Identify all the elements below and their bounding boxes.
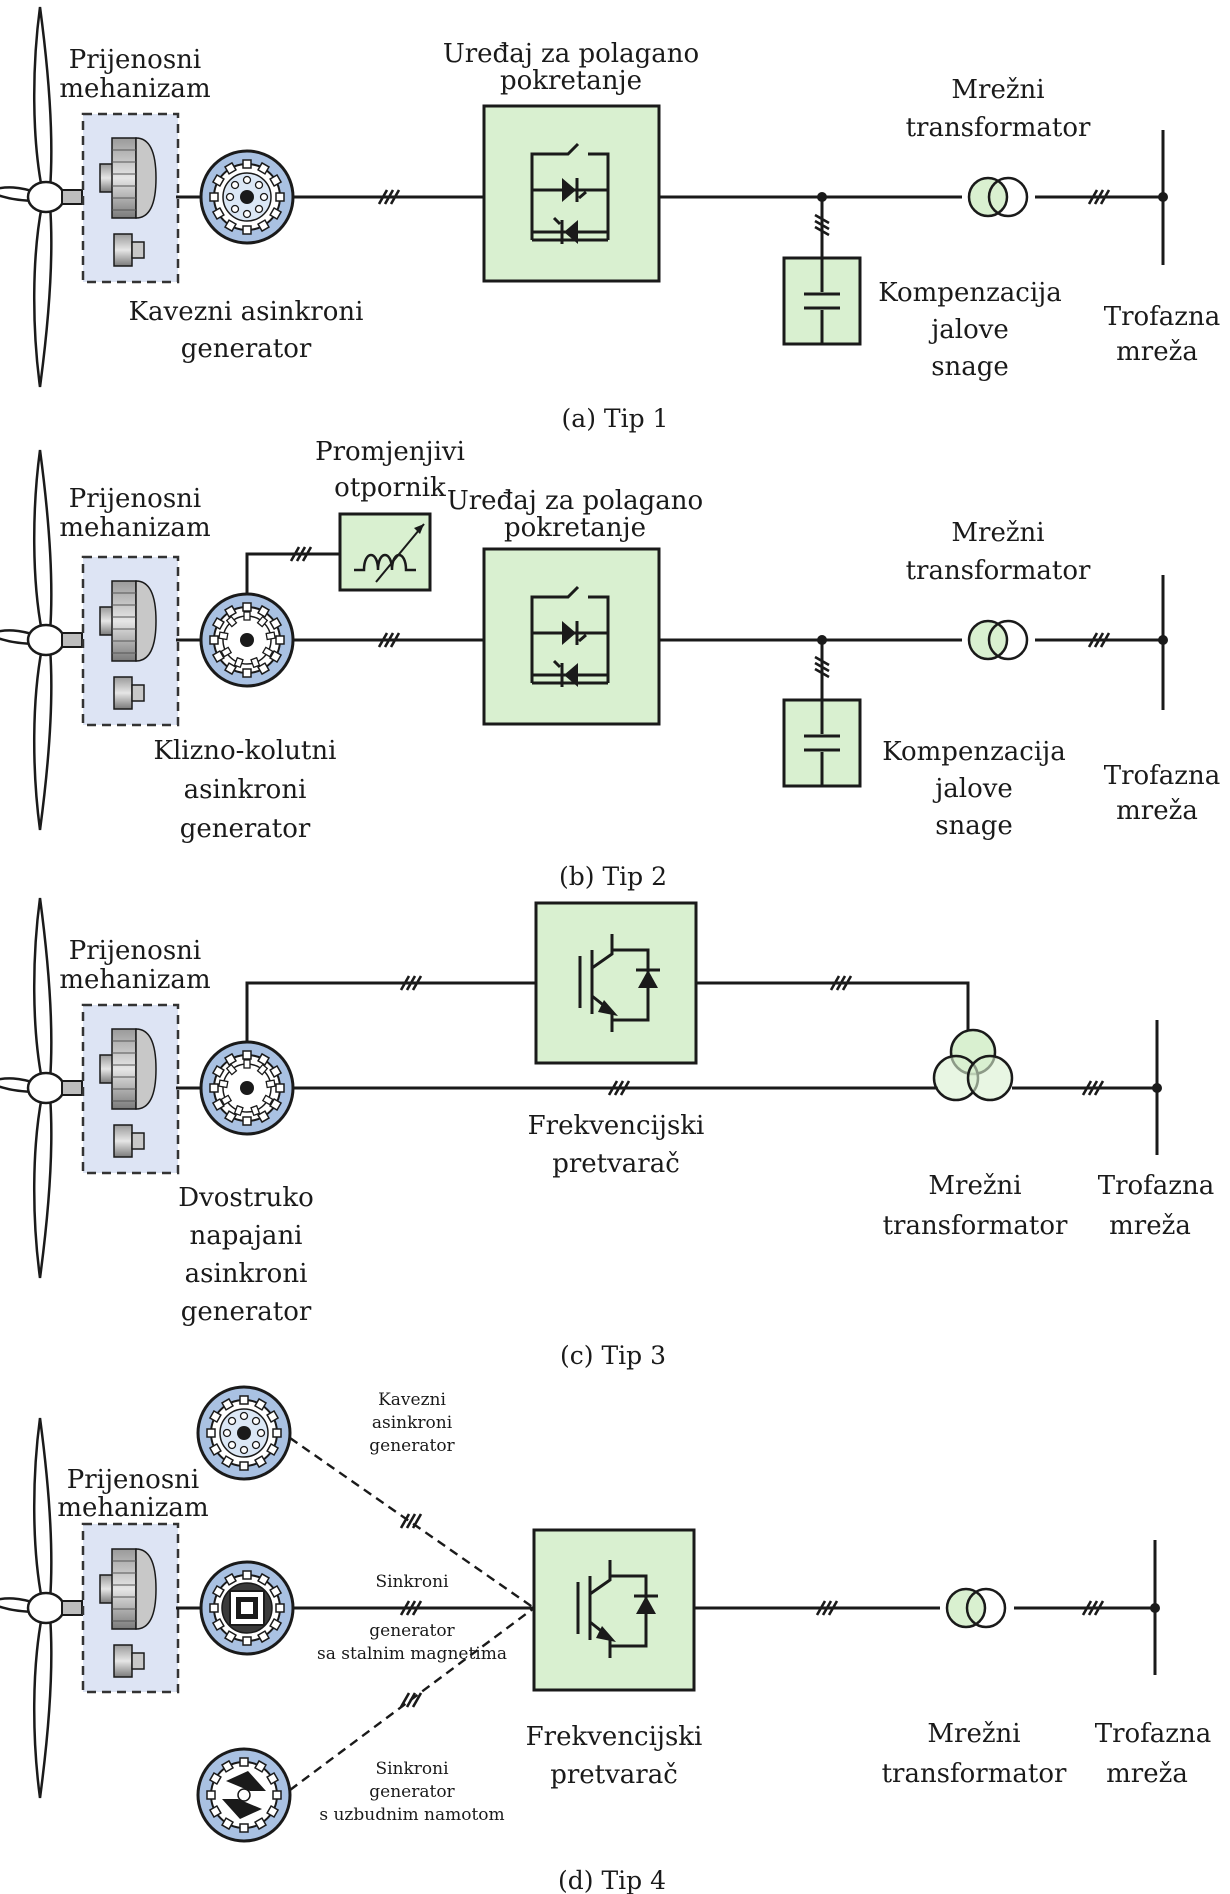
gearbox-label-1: Prijenosni	[67, 1465, 200, 1495]
converter-box	[534, 901, 698, 1065]
transformer-label-2: transformator	[882, 1759, 1067, 1789]
gearbox-label-1: Prijenosni	[69, 484, 202, 514]
compensation-label-2: jalove	[928, 315, 1009, 345]
gen2-label-2: generator	[369, 1621, 455, 1641]
grid-label-2: mreža	[1116, 796, 1198, 826]
gen2-label-3: sa stalnim magnetima	[317, 1644, 507, 1664]
grid-label-1: Trofazna	[1095, 1719, 1212, 1749]
gearbox-label-2: mehanizam	[59, 965, 210, 995]
generator-label-1: Kavezni asinkroni	[129, 297, 364, 327]
panel-b: Prijenosni mehanizam Promjenjivi otporni…	[0, 437, 1220, 891]
squirrel-cage-generator-icon	[196, 1385, 292, 1481]
resistor-label-1: Promjenjivi	[315, 437, 465, 467]
gearbox-label-2: mehanizam	[59, 513, 210, 543]
converter-label-1: Frekvencijski	[526, 1722, 703, 1752]
slip-ring-generator-icon	[199, 592, 295, 688]
generator-label-3: generator	[180, 814, 311, 844]
grid-label-1: Trofazna	[1104, 761, 1221, 791]
converter-box	[532, 1528, 696, 1692]
squirrel-cage-generator-icon	[199, 149, 295, 245]
gen3-label-3: s uzbudnim namotom	[319, 1805, 504, 1825]
gearbox-label-2: mehanizam	[59, 74, 210, 104]
compensation-label-2: jalove	[932, 774, 1013, 804]
transformer-label-2: transformator	[883, 1211, 1068, 1241]
compensation-label-3: snage	[935, 811, 1013, 841]
converter-label-2: pretvarač	[550, 1760, 678, 1790]
doubly-fed-generator-icon	[199, 1040, 295, 1136]
softstarter-label-2: pokretanje	[504, 513, 646, 543]
transformer-label-1: Mrežni	[951, 75, 1044, 105]
transformer-label-1: Mrežni	[928, 1171, 1021, 1201]
generator-label-4: generator	[181, 1297, 312, 1327]
gen1-label-1: Kavezni	[378, 1390, 446, 1410]
converter-label-2: pretvarač	[552, 1149, 680, 1179]
wound-field-generator-icon	[196, 1747, 292, 1843]
grid-label-2: mreža	[1106, 1759, 1188, 1789]
grid-label-1: Trofazna	[1104, 302, 1221, 332]
gearbox-label-1: Prijenosni	[69, 45, 202, 75]
compensation-label-3: snage	[931, 352, 1009, 382]
softstarter-label-1: Uređaj za polagano	[447, 486, 703, 516]
gearbox-label-1: Prijenosni	[69, 936, 202, 966]
three-winding-transformer-icon	[932, 1028, 1014, 1102]
generator-label-2: generator	[181, 334, 312, 364]
capacitor-icon	[782, 698, 862, 788]
caption-b: (b) Tip 2	[559, 862, 667, 891]
panel-c: Prijenosni mehanizam Frekvencijski pretv…	[0, 896, 1215, 1370]
variable-resistor-box	[338, 512, 432, 592]
softstarter-label-2: pokretanje	[500, 66, 642, 96]
panel-a: Prijenosni mehanizam Kavezni asinkroni g…	[0, 5, 1221, 433]
converter-label-1: Frekvencijski	[528, 1111, 705, 1141]
panel-d: Prijenosni mehanizam Kavezni asinkroni g…	[0, 1385, 1212, 1894]
generator-label-1: Klizno-kolutni	[154, 736, 337, 766]
generator-label-3: asinkroni	[185, 1259, 308, 1289]
gen1-label-3: generator	[369, 1436, 455, 1456]
gen1-label-2: asinkroni	[372, 1413, 453, 1433]
resistor-label-2: otpornik	[334, 473, 446, 503]
transformer-label-2: transformator	[906, 113, 1091, 143]
gearbox-label-2: mehanizam	[57, 1493, 208, 1523]
transformer-label-2: transformator	[906, 556, 1091, 586]
transformer-label-1: Mrežni	[951, 518, 1044, 548]
gen2-label-1: Sinkroni	[375, 1572, 449, 1592]
resistor-icon	[354, 553, 416, 572]
grid-label-1: Trofazna	[1098, 1171, 1215, 1201]
transformer-label-1: Mrežni	[927, 1719, 1020, 1749]
caption-a: (a) Tip 1	[562, 404, 669, 433]
gen3-label-1: Sinkroni	[375, 1759, 449, 1779]
capacitor-icon	[782, 256, 862, 346]
generator-label-2: napajani	[189, 1221, 302, 1251]
caption-c: (c) Tip 3	[560, 1341, 666, 1370]
compensation-label-1: Kompenzacija	[878, 278, 1061, 308]
softstarter-label-1: Uređaj za polagano	[443, 39, 699, 69]
generator-label-1: Dvostruko	[178, 1183, 314, 1213]
gen3-label-2: generator	[369, 1782, 455, 1802]
grid-label-2: mreža	[1116, 337, 1198, 367]
permanent-magnet-generator-icon	[199, 1560, 295, 1656]
compensation-label-1: Kompenzacija	[882, 737, 1065, 767]
generator-label-2: asinkroni	[184, 775, 307, 805]
caption-d: (d) Tip 4	[558, 1866, 666, 1894]
grid-label-2: mreža	[1109, 1211, 1191, 1241]
